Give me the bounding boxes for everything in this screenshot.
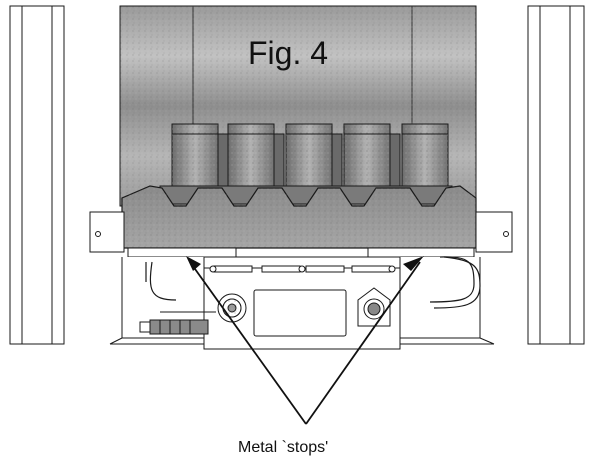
valve-housing xyxy=(109,256,495,350)
log-texture xyxy=(172,124,218,186)
left-mounting-bracket xyxy=(89,211,125,253)
gas-inlet-fitting xyxy=(139,319,209,335)
log-texture xyxy=(286,124,332,186)
log-texture xyxy=(228,124,274,186)
pilot-tubing xyxy=(145,256,481,309)
left-metal-stop xyxy=(127,247,237,258)
log-connector xyxy=(389,133,401,187)
right-arrowhead xyxy=(403,256,424,271)
right-side-pillar xyxy=(527,5,585,345)
callout-label: Metal `stops' xyxy=(238,439,328,456)
right-mounting-bracket xyxy=(475,211,513,253)
left-arrowhead xyxy=(186,256,201,271)
log-connector xyxy=(331,133,343,187)
log-set xyxy=(171,123,449,187)
left-side-pillar xyxy=(9,5,65,345)
log-connector xyxy=(217,133,229,187)
right-metal-stop xyxy=(367,247,475,258)
figure-title: Fig. 4 xyxy=(248,35,328,71)
gas-control-knob xyxy=(217,293,247,323)
log-connector xyxy=(273,133,285,187)
log-texture xyxy=(344,124,390,186)
callout-arrows xyxy=(189,261,421,425)
log-texture xyxy=(402,124,448,186)
front-ember-panel xyxy=(121,185,477,249)
